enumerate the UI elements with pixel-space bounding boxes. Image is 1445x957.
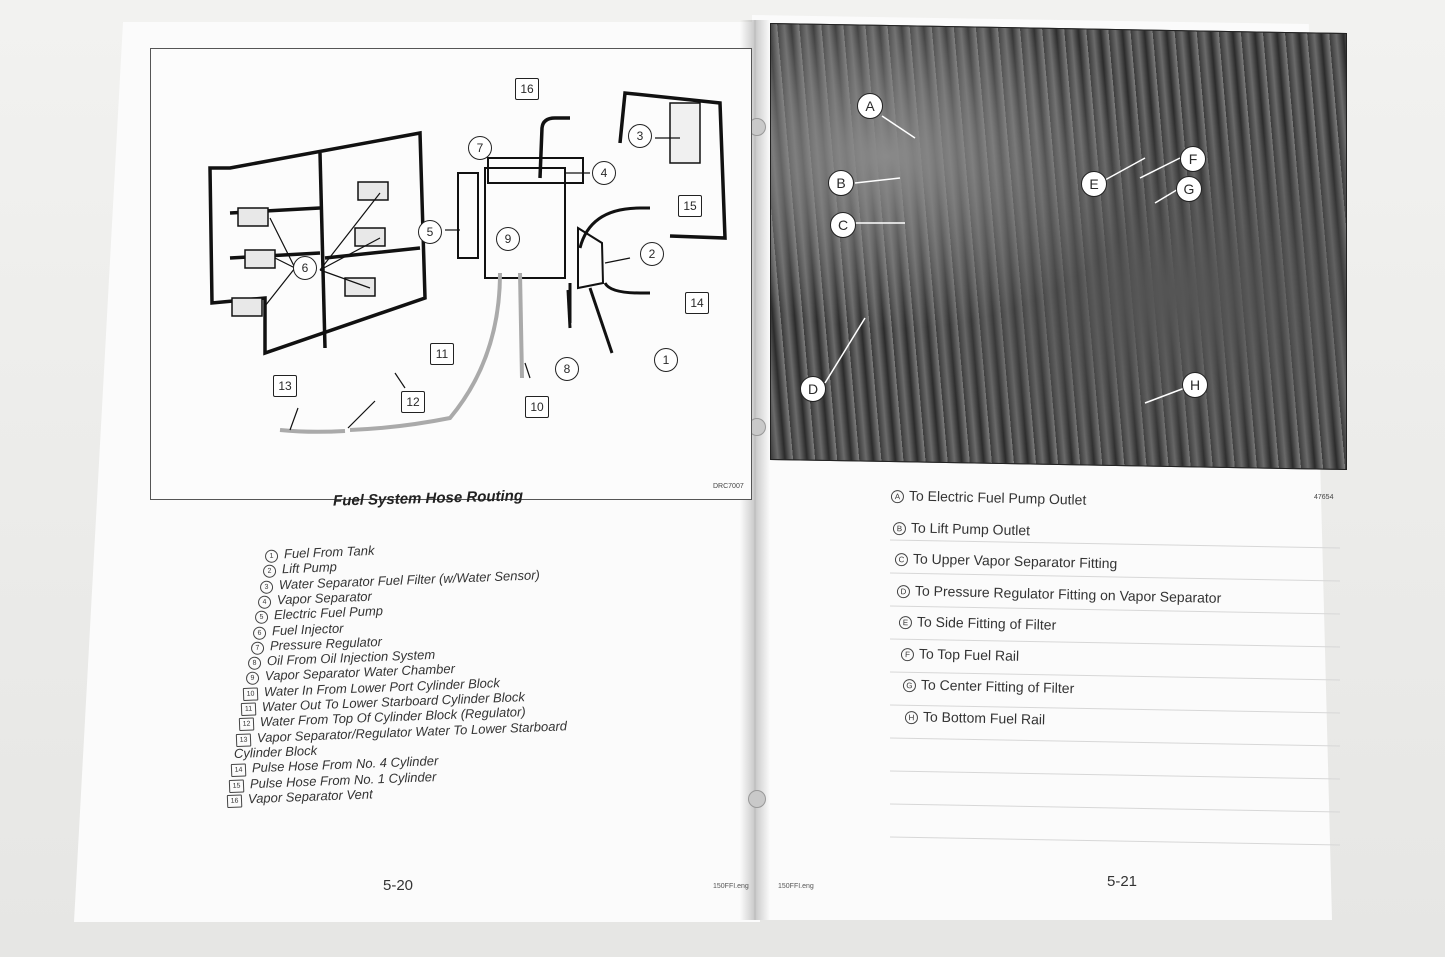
page-number-right: 5-21 [1107, 873, 1138, 890]
photo-label-e: E [1081, 171, 1107, 197]
photo-label-a: A [857, 93, 883, 119]
callout-8: 8 [555, 357, 579, 381]
photo-legend-letter: D [896, 584, 911, 598]
photo-label-g: G [1176, 176, 1202, 202]
engine-divider [318, 152, 327, 349]
photo-legend-text: To Top Fuel Rail [918, 644, 1020, 664]
injector [231, 297, 263, 317]
callout-13: 13 [273, 375, 297, 397]
photo-legend-letter: B [892, 521, 907, 535]
photo-legend-letter: C [894, 553, 909, 567]
photo-label-h: H [1182, 372, 1208, 398]
injector [237, 207, 269, 227]
photo-label-b: B [828, 170, 854, 196]
callout-10: 10 [525, 396, 549, 418]
injector [357, 181, 389, 201]
binder-ring [748, 790, 766, 808]
photo-label-d: D [800, 376, 826, 402]
filter-canister [669, 102, 701, 164]
callout-4: 4 [592, 161, 616, 185]
photo-legend-text: To Bottom Fuel Rail [922, 707, 1046, 727]
injector [344, 277, 376, 297]
photo-callout-overlay [824, 115, 1191, 404]
callout-15: 15 [678, 195, 702, 217]
engine-outline [208, 130, 427, 356]
callout-1: 1 [654, 348, 678, 372]
footer-tag-right: 150FFI.eng [778, 883, 814, 890]
callout-5: 5 [418, 220, 442, 244]
photo-legend-letter: G [902, 679, 917, 693]
fuel-hose-diagram [208, 91, 727, 434]
photo-label-c: C [830, 212, 856, 238]
page-number-left: 5-20 [383, 877, 414, 894]
photo-legend-letter: H [904, 710, 919, 724]
callout-11: 11 [430, 343, 454, 365]
photo-legend-letter: E [898, 616, 913, 630]
callout-7: 7 [468, 136, 492, 160]
injector [244, 249, 276, 269]
photo-legend-letter: F [900, 647, 915, 661]
photo-legend-text: To Lift Pump Outlet [910, 518, 1031, 538]
photo-legend-text: To Side Fitting of Filter [916, 613, 1057, 633]
photo-legend-letter: A [890, 490, 905, 504]
photo-id: 47654 [1314, 494, 1334, 501]
callout-3: 3 [628, 124, 652, 148]
photo-label-f: F [1180, 146, 1206, 172]
figure-id: DRC7007 [713, 483, 744, 490]
callout-14: 14 [685, 292, 709, 314]
callout-12: 12 [401, 391, 425, 413]
callout-2: 2 [640, 242, 664, 266]
figure-frame [150, 48, 752, 500]
injector [354, 227, 386, 247]
footer-tag-left: 150FFI.eng [713, 883, 749, 890]
callout-6: 6 [293, 256, 317, 280]
callout-9: 9 [496, 227, 520, 251]
callout-16: 16 [515, 78, 539, 100]
